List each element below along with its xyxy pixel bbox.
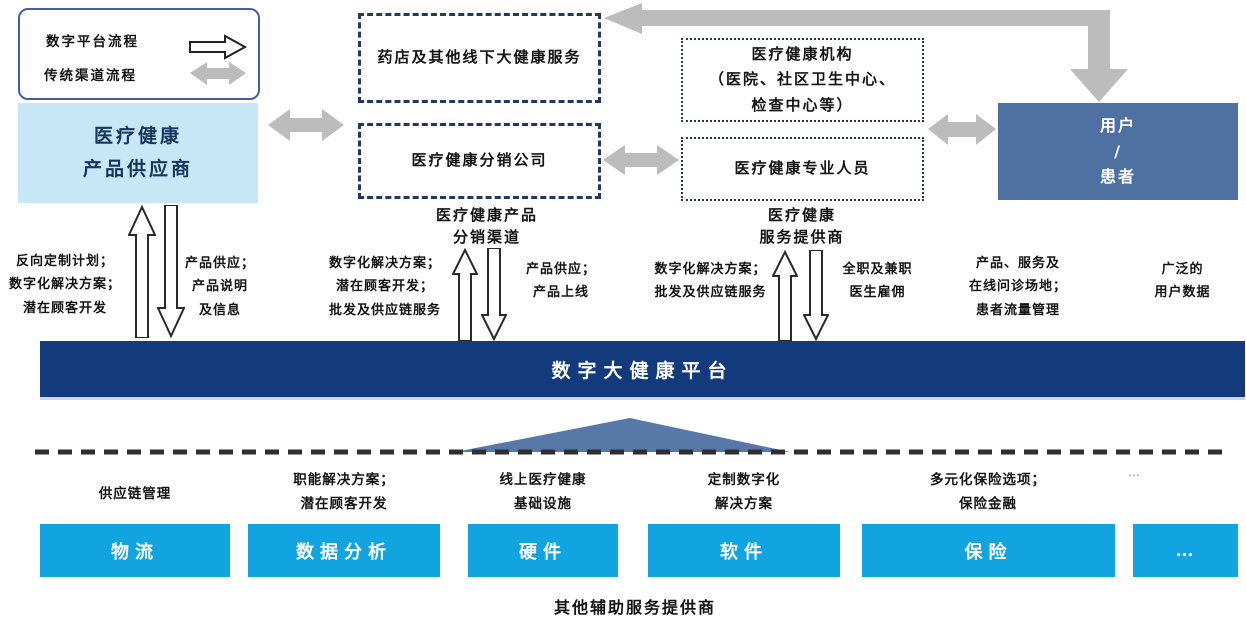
flow-label-product-supply-info: 产品供应； 产品说明 及信息 <box>184 256 255 318</box>
distributor-box: 医疗健康分销公司 <box>358 123 601 199</box>
flow-label-digital-solutions-wholesale: 数字化解决方案； 潜在顾客开发； 批发及供应链服务 <box>328 256 441 318</box>
flow-label-user-data: 广泛的 用户数据 <box>1154 262 1211 301</box>
legend-traditional-label: 传统渠道流程 <box>44 68 137 84</box>
support-label-functional-solutions: 职能解决方案； 潜在顾客开发 <box>293 472 395 513</box>
distribution-up-arrow-icon <box>452 248 478 341</box>
flow-label-digital-supplychain: 数字化解决方案； 批发及供应链服务 <box>654 262 767 301</box>
support-label-supplychain: 供应链管理 <box>98 486 172 502</box>
supplier-distributor-double-arrow-icon <box>268 109 344 141</box>
support-label-online-infrastructure: 线上医疗健康 基础设施 <box>499 472 587 513</box>
support-box-insurance: 保险 <box>862 524 1115 577</box>
flow-label-product-launch: 产品供应； 产品上线 <box>525 262 596 301</box>
flow-label-doctor-employment: 全职及兼职 医生雇佣 <box>842 262 913 301</box>
supplier-box: 医疗健康 产品供应商 <box>18 103 258 203</box>
supplier-up-arrow-icon <box>128 205 156 338</box>
legend-box: 数字平台流程 传统渠道流程 <box>18 8 260 100</box>
supplier-down-arrow-icon <box>157 205 185 338</box>
distribution-down-arrow-icon <box>481 248 507 341</box>
distribution-channel-label: 医疗健康产品 分销渠道 <box>435 206 538 246</box>
support-box-logistics: 物流 <box>40 524 230 577</box>
support-label-insurance-options: 多元化保险选项； 保险金融 <box>930 472 1046 513</box>
digital-flow-arrow-icon <box>189 34 248 60</box>
platform-bar: 数字大健康平台 <box>40 341 1245 397</box>
flow-label-patient-traffic: 产品、服务及 在线问诊场地； 患者流量管理 <box>968 256 1067 318</box>
service-up-arrow-icon <box>772 250 798 341</box>
support-label-ellipsis: ⋯ <box>1128 468 1142 482</box>
legend-digital-label: 数字平台流程 <box>46 34 139 50</box>
service-down-arrow-icon <box>803 250 829 341</box>
support-box-data-analytics: 数据分析 <box>248 524 440 577</box>
users-to-pharmacy-elbow-arrow-icon <box>604 3 1128 102</box>
service-provider-label: 医疗健康 服务提供商 <box>759 206 845 246</box>
support-box-hardware: 硬件 <box>468 524 618 577</box>
providers-users-double-arrow-icon <box>928 114 996 145</box>
institutions-box: 医疗健康机构 （医院、社区卫生中心、 检查中心等） <box>681 38 924 122</box>
dashed-divider <box>35 449 1225 455</box>
pharmacy-box: 药店及其他线下大健康服务 <box>358 13 601 103</box>
flow-label-reverse-customization: 反向定制计划； 数字化解决方案； 潜在顾客开发 <box>8 254 121 316</box>
support-label-custom-digital: 定制数字化 解决方案 <box>707 472 781 513</box>
distributor-professionals-double-arrow-icon <box>603 145 679 175</box>
support-box-software: 软件 <box>648 524 840 577</box>
funnel-triangle-icon <box>455 418 790 452</box>
users-patients-box: 用户 / 患者 <box>998 103 1238 200</box>
professionals-box: 医疗健康专业人员 <box>681 137 924 201</box>
traditional-flow-arrow-icon <box>190 62 246 85</box>
support-box-more: … <box>1133 524 1238 577</box>
support-section-caption: 其他辅助服务提供商 <box>553 598 716 617</box>
